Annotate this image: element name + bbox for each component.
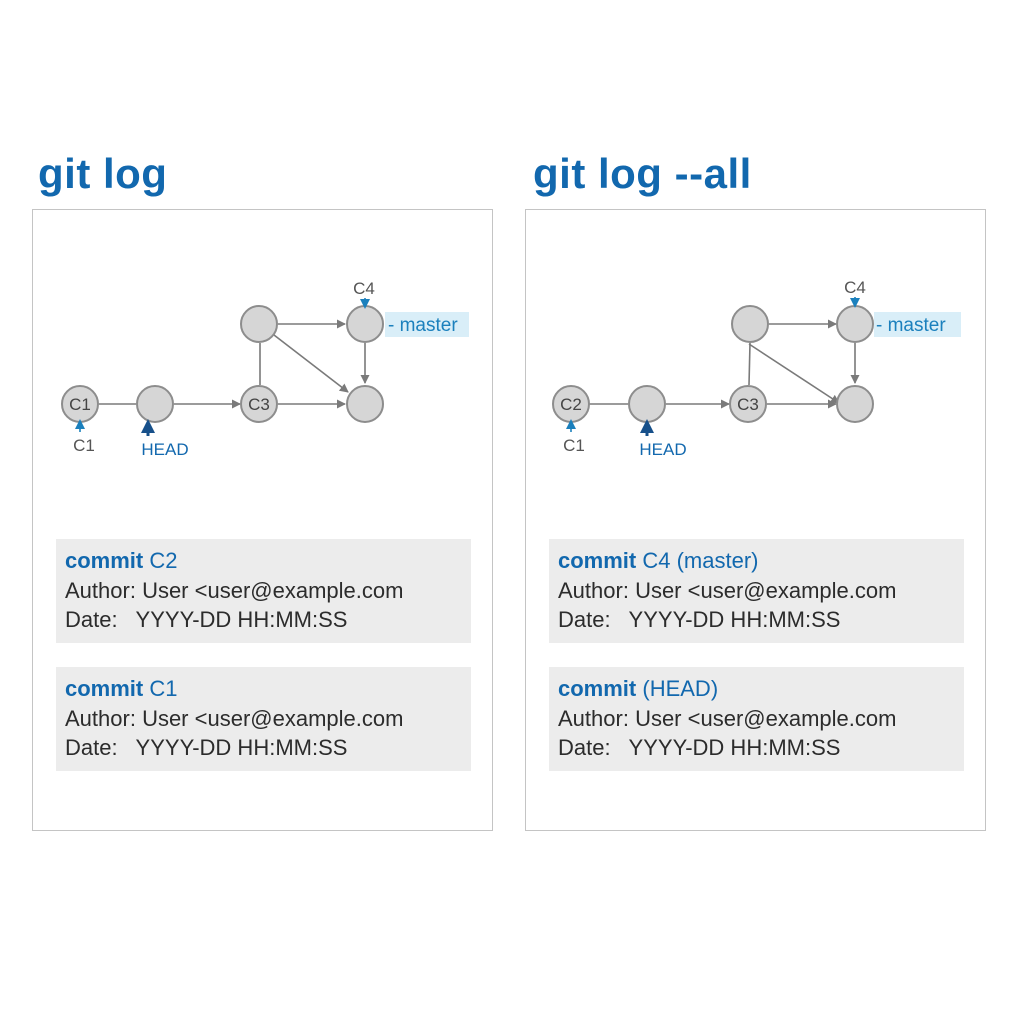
- node-label-first: C1: [69, 395, 91, 414]
- node-top-left: [731, 305, 769, 343]
- node-c4: [346, 305, 384, 343]
- node-head: [136, 385, 174, 423]
- commit-author: Author: User <user@example.com: [558, 705, 897, 731]
- edge-topleft-c3: [748, 342, 751, 386]
- commit-entry: commit C4 (master) Author: User <user@ex…: [549, 539, 964, 643]
- commit-header: commit (HEAD): [558, 676, 719, 701]
- c4-label: C4: [353, 279, 375, 298]
- right-panel-title: git log --all: [533, 150, 752, 197]
- left-panel: C1 C3 C4 - master C1 HEAD commit C2 Auth…: [32, 209, 493, 831]
- commit-header: commit C1: [65, 676, 178, 701]
- c4-label: C4: [844, 278, 866, 297]
- edge-diagonal: [273, 334, 349, 393]
- master-ref-label: - master: [388, 315, 458, 336]
- commit-entry: commit C1 Author: User <user@example.com…: [56, 667, 471, 771]
- commit-header: commit C2: [65, 548, 178, 573]
- master-ref-highlight: [874, 312, 961, 337]
- head-below-label: HEAD: [639, 440, 686, 459]
- commit-header: commit C4 (master): [558, 548, 759, 573]
- right-panel: C2 C3 C4 - master C1 HEAD commit C4 (mas…: [525, 209, 986, 831]
- c1-below-label: C1: [563, 436, 585, 455]
- node-top-left: [240, 305, 278, 343]
- left-panel-title: git log: [38, 150, 168, 197]
- head-below-label: HEAD: [141, 440, 188, 459]
- commit-author: Author: User <user@example.com: [65, 577, 404, 603]
- commit-graph-right: C2 C3 C4 - master C1 HEAD: [552, 278, 961, 459]
- node-c4: [836, 305, 874, 343]
- commit-entry: commit C2 Author: User <user@example.com…: [56, 539, 471, 643]
- node-c3: [729, 385, 767, 423]
- node-label-first: C2: [560, 395, 582, 414]
- commit-date: Date: YYYY-DD HH:MM:SS: [558, 735, 841, 760]
- node-bottom-right: [836, 385, 874, 423]
- c1-below-label: C1: [73, 436, 95, 455]
- commit-date: Date: YYYY-DD HH:MM:SS: [65, 607, 348, 632]
- node-label-c3: C3: [737, 395, 759, 414]
- commit-author: Author: User <user@example.com: [65, 705, 404, 731]
- commit-entry: commit (HEAD) Author: User <user@example…: [549, 667, 964, 771]
- commit-graph-left: C1 C3 C4 - master C1 HEAD: [61, 279, 469, 459]
- node-head: [628, 385, 666, 423]
- node-label-c3: C3: [248, 395, 270, 414]
- master-ref-highlight: [385, 312, 469, 337]
- edge-diagonal: [748, 343, 840, 404]
- commit-date: Date: YYYY-DD HH:MM:SS: [558, 607, 841, 632]
- node-c3: [240, 385, 278, 423]
- node-bottom-right: [346, 385, 384, 423]
- master-ref-label: - master: [876, 315, 946, 336]
- commit-date: Date: YYYY-DD HH:MM:SS: [65, 735, 348, 760]
- commit-author: Author: User <user@example.com: [558, 577, 897, 603]
